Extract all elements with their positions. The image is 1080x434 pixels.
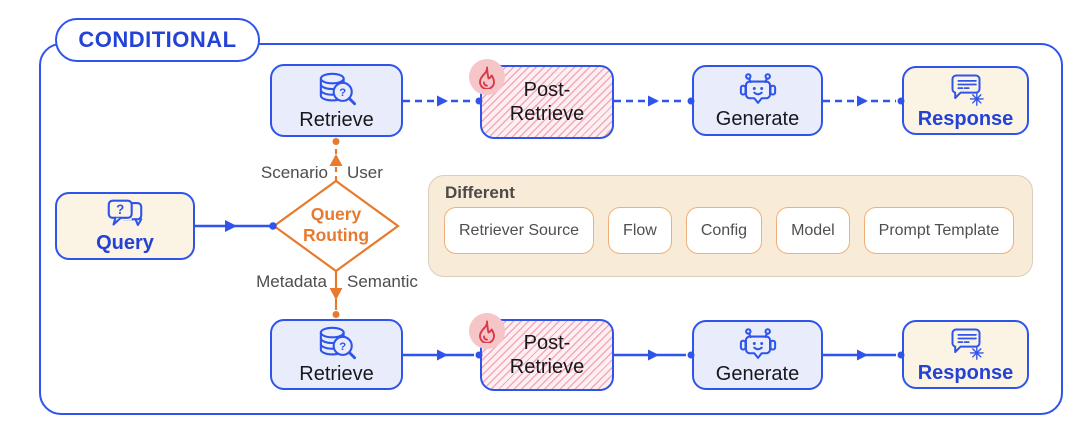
node-response-bottom: Response — [902, 320, 1029, 389]
svg-text:?: ? — [339, 87, 346, 99]
node-post-retrieve-label-line2: Retrieve — [509, 102, 585, 125]
node-response-top: Response — [902, 66, 1029, 135]
node-response-label: Response — [917, 107, 1014, 130]
node-generate-bottom: Generate — [692, 320, 823, 390]
node-response-label: Response — [917, 361, 1014, 384]
chip-model: Model — [776, 207, 850, 254]
different-panel-title: Different — [445, 183, 515, 202]
edge-label-user: User — [347, 163, 383, 182]
node-post-retrieve-label-line1: Post- — [523, 331, 571, 354]
database-search-icon: ? — [319, 72, 356, 105]
chip-prompt-template: Prompt Template — [863, 207, 1015, 254]
node-retrieve-bottom: ? Retrieve — [270, 319, 403, 390]
node-retrieve-top: ? Retrieve — [270, 64, 403, 137]
edge-label-scenario: Scenario — [260, 163, 328, 182]
edge-label-semantic: Semantic — [347, 272, 418, 291]
node-post-retrieve-label-line1: Post- — [523, 78, 571, 101]
robot-icon — [739, 327, 776, 359]
conditional-group-frame — [39, 43, 1063, 415]
database-search-icon: ? — [319, 326, 356, 359]
conditional-title: CONDITIONAL — [78, 27, 237, 52]
node-retrieve-label: Retrieve — [299, 108, 374, 131]
svg-text:?: ? — [339, 341, 346, 353]
conditional-title-pill: CONDITIONAL — [55, 18, 260, 62]
fire-badge-top — [469, 59, 505, 95]
chat-question-icon: ? — [106, 199, 143, 226]
different-chip-row: Retriever Source Flow Config Model Promp… — [444, 207, 1015, 254]
fire-icon — [479, 320, 495, 343]
different-panel: Different Retriever Source Flow Config M… — [428, 175, 1033, 277]
node-query: ? Query — [55, 192, 195, 260]
node-post-retrieve-bottom: Post- Retrieve — [480, 319, 614, 391]
node-generate-label: Generate — [715, 362, 800, 385]
node-generate-top: Generate — [692, 65, 823, 136]
node-retrieve-label: Retrieve — [299, 362, 374, 385]
node-query-routing-label: Query Routing — [302, 204, 370, 246]
node-post-retrieve-label-line2: Retrieve — [509, 355, 585, 378]
fire-icon — [479, 66, 495, 89]
chat-lines-snowflake-icon — [951, 328, 984, 360]
node-generate-label: Generate — [715, 108, 800, 130]
robot-icon — [739, 73, 776, 104]
chip-config: Config — [685, 207, 763, 254]
fire-badge-bottom — [469, 313, 505, 349]
svg-text:?: ? — [116, 202, 124, 217]
edge-label-metadata: Metadata — [256, 272, 327, 291]
chip-flow: Flow — [608, 207, 672, 254]
node-query-label: Query — [96, 231, 154, 254]
chip-retriever-source: Retriever Source — [444, 207, 595, 254]
chat-lines-snowflake-icon — [951, 74, 984, 106]
